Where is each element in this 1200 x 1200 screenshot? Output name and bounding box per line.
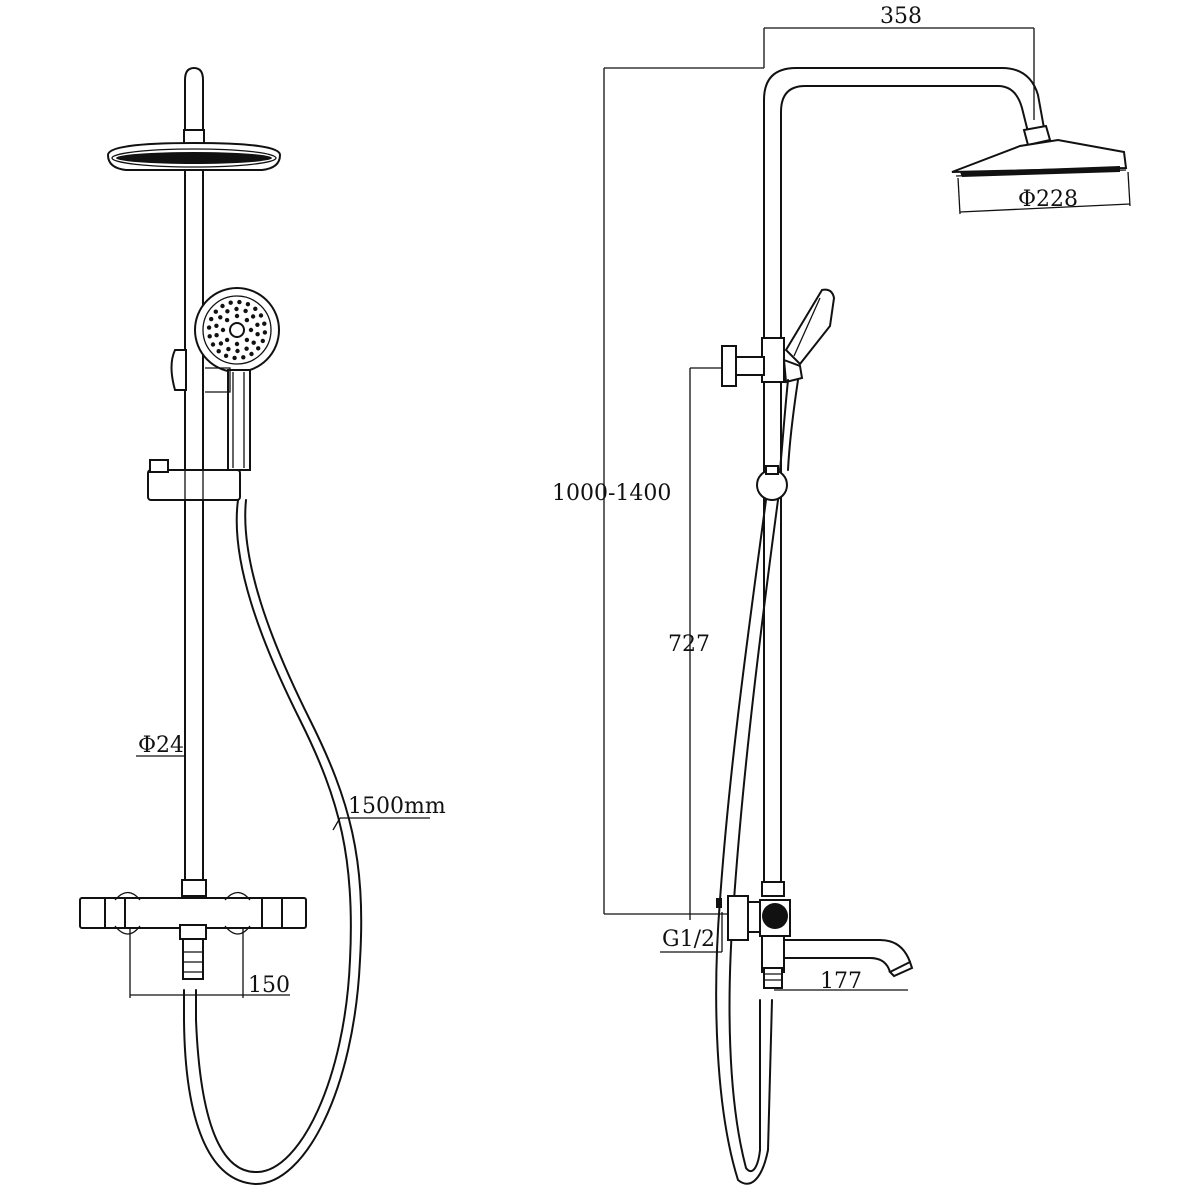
front-view: Φ24 1500mm 150 [79,67,446,1185]
mixer-body-front [79,891,307,980]
spray-nozzle-dot [248,327,254,333]
spray-nozzle-dot [235,348,240,354]
spray-nozzle-dot [244,337,250,343]
height-range-label: 1000-1400 [552,481,671,506]
spray-nozzle-dot [232,355,237,361]
spray-nozzle-dot [234,341,240,347]
spray-nozzle-dot [206,325,212,330]
inlet-thread-label: G1/2 [662,927,715,952]
spray-nozzle-dot [225,309,230,314]
spray-nozzle-dot [214,323,219,328]
spray-nozzle-dot [210,342,216,347]
spray-nozzle-dot [226,346,231,352]
spray-nozzle-dot [262,330,268,335]
shower-hose-front [183,499,363,1185]
spray-nozzle-dot [224,337,230,343]
hand-shower-front [170,287,280,471]
slide-clamp-side [756,465,788,501]
wall-bracket-side [690,345,765,387]
spray-nozzle-dot [213,309,218,314]
spray-nozzle-dot [228,300,233,305]
spray-nozzle-dot [258,313,264,318]
spray-nozzle-dot [241,355,246,360]
spray-nozzle-dot [260,338,265,344]
hose-length-label: 1500mm [348,794,446,819]
spray-nozzle-dot [220,327,226,333]
pipe-diameter-label: Φ24 [138,733,184,758]
head-diameter-label: Φ228 [1018,187,1078,212]
riser-lower-side [761,337,785,886]
spray-nozzle-dot [250,314,256,319]
spray-nozzle-dot [249,351,254,357]
dimension-lines-side-top [763,27,1131,215]
spray-nozzle-dot [209,316,214,322]
spray-nozzle-dot [244,317,250,323]
hand-shower-spray-nozzles [206,299,268,361]
spray-nozzle-dot [207,334,212,339]
spray-nozzle-dot [255,322,260,327]
riser-pipe-front [181,169,207,897]
overhead-shower-head-front [106,129,282,171]
shower-hose-side [715,499,779,1185]
spray-nozzle-dot [237,299,242,305]
spray-nozzle-dot [216,349,221,354]
spray-nozzle-dot [223,353,229,358]
spray-nozzle-dot [243,308,248,314]
hand-shower-side [779,288,836,471]
spray-nozzle-dot [220,303,225,309]
side-view: 358 Φ228 1000-1400 727 G1/2 177 [552,4,1131,1185]
dimension-lines-side [603,67,908,991]
spray-nozzle-dot [251,340,256,345]
spout-length-label: 177 [820,969,862,994]
spray-nozzle-dot [244,346,249,351]
spray-nozzle-dot [214,333,219,338]
spray-nozzle-dot [234,306,239,312]
mixer-body-side [716,881,914,989]
spray-nozzle-dot [262,321,267,326]
spray-nozzle-dot [256,346,261,351]
head-reach-label: 358 [880,4,922,29]
slide-clamp-front [147,459,241,501]
spray-nozzle-dot [218,341,224,346]
spray-nozzle-dot [255,332,260,337]
spray-nozzle-dot [224,317,230,323]
dimension-lines-front [129,755,430,998]
spray-nozzle-dot [218,315,223,320]
overhead-shower-head-side [951,124,1128,177]
spray-nozzle-dot [253,306,258,311]
wall-height-label: 727 [668,632,710,657]
top-pipe-cap [184,67,204,137]
handle-spacing-label: 150 [248,973,290,998]
spray-nozzle-dot [234,313,240,319]
riser-with-arm-side [763,67,1045,341]
spray-nozzle-dot [245,302,251,307]
